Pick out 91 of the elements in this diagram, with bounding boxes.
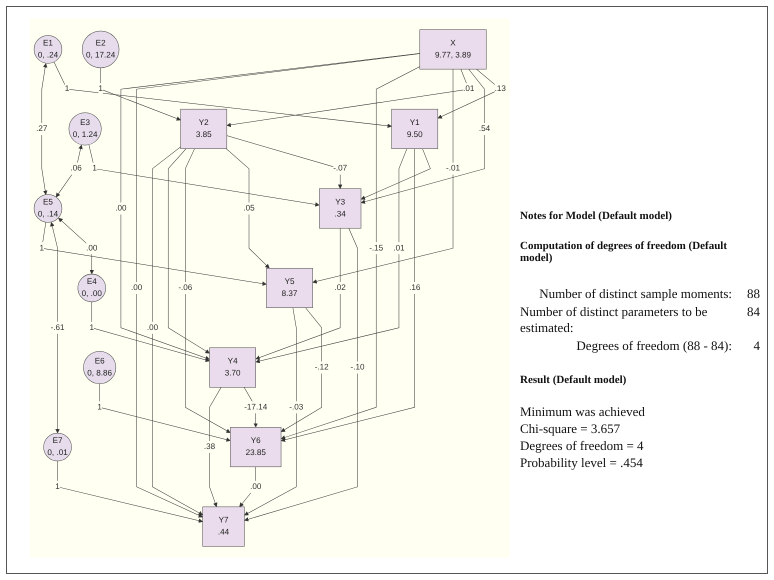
- arrow: [226, 68, 470, 128]
- edge-label: -.15: [369, 244, 384, 252]
- node-circle: E6 0, 8.86: [83, 351, 116, 384]
- arrow: [280, 66, 420, 440]
- node-box: Y6 23.85: [230, 427, 282, 468]
- edge-label: 1: [98, 84, 103, 94]
- edge-label: -.03: [289, 402, 304, 412]
- node-box: Y4 3.70: [209, 348, 256, 388]
- edge-label: .00: [146, 323, 158, 332]
- edge-label: 1: [40, 244, 44, 252]
- edge-label: -.10: [350, 362, 364, 372]
- arrow: [209, 387, 222, 508]
- arrow: [100, 68, 181, 121]
- edge-label: 1: [90, 323, 94, 332]
- arrow: [88, 144, 320, 207]
- arrow: [244, 308, 296, 516]
- arrow: [360, 68, 485, 204]
- statistic-value: 88: [746, 286, 760, 302]
- node-box: Y1 9.50: [391, 108, 438, 149]
- note-text: Computation of degrees of freedom (Default model): [520, 240, 728, 264]
- node-box: Y7 .44: [202, 506, 245, 547]
- edge-label: -17.14: [244, 402, 268, 412]
- note-text: Degrees of freedom = 4: [520, 438, 645, 454]
- edge-label: .00: [250, 482, 262, 491]
- edge-label: 1: [64, 84, 70, 94]
- arrow: [58, 218, 94, 274]
- statistic-value: 84: [746, 304, 760, 321]
- statistic-label: Number of distinct sample moments:: [539, 286, 732, 302]
- note-text: Chi-square = 3.657: [520, 421, 622, 437]
- edge-label: .54: [478, 124, 490, 133]
- edge-label: .00: [131, 283, 142, 292]
- edge-label: .38: [204, 442, 216, 452]
- note-text: Result (Default model): [520, 374, 628, 386]
- edge-label: .13: [494, 84, 506, 94]
- arrow: [152, 146, 203, 516]
- edge-label: -.07: [333, 164, 348, 173]
- arrow: [226, 135, 342, 189]
- arrow: [120, 53, 420, 360]
- note-text: Minimum was achieved: [520, 404, 646, 420]
- edge-label: .06: [70, 164, 82, 173]
- edge-label: .27: [36, 124, 48, 133]
- edge-label: .01: [393, 244, 405, 252]
- arrow: [99, 383, 231, 442]
- node-circle: E4 0, .00: [78, 274, 106, 302]
- arrow: [360, 148, 431, 200]
- edge-label: .00: [86, 244, 98, 252]
- arrow: [239, 466, 256, 508]
- edge-label: 1: [92, 164, 97, 173]
- arrow: [185, 148, 231, 433]
- node-circle: E3 0, 1.24: [68, 112, 102, 146]
- statistic-value: 4: [752, 338, 760, 354]
- node-circle: E7 0, .01: [43, 432, 72, 462]
- node-circle: E2 0, 17.24: [82, 30, 120, 68]
- arrow: [244, 228, 358, 522]
- arrow: [42, 63, 48, 195]
- edge-label: .02: [334, 283, 346, 292]
- edge-label: .01: [463, 84, 474, 94]
- edge-label: .16: [409, 283, 420, 292]
- edge-label: .05: [243, 204, 255, 213]
- edge-label: 1: [97, 402, 102, 412]
- arrow: [256, 228, 340, 360]
- edge-label: .00: [115, 204, 127, 213]
- node-box: X 9.77, 3.89: [420, 29, 486, 70]
- arrow: [280, 308, 322, 432]
- edge-label: 1: [55, 482, 60, 491]
- arrow: [92, 302, 210, 362]
- arrow: [256, 148, 408, 364]
- edge-label: -.01: [446, 164, 460, 173]
- arrow: [280, 148, 415, 442]
- node-circle: E1 0, .24: [34, 35, 62, 64]
- edge-label: -.61: [50, 323, 65, 332]
- arrow: [56, 144, 83, 198]
- arrow: [226, 148, 270, 268]
- node-circle: E5 0, .14: [34, 194, 62, 223]
- statistic-label: Degrees of freedom (88 - 84):: [576, 338, 732, 354]
- node-box: Y5 8.37: [266, 268, 313, 308]
- arrow: [50, 222, 60, 434]
- arrow: [312, 68, 454, 284]
- arrow: [244, 387, 258, 428]
- node-box: Y3 .34: [319, 188, 362, 228]
- note-text: Probability level = .454: [520, 455, 644, 471]
- arrow: [54, 62, 392, 128]
- arrow: [168, 148, 210, 354]
- arrow: [57, 460, 203, 523]
- arrow: [136, 53, 420, 518]
- edge-label: -.12: [314, 362, 329, 372]
- statistic-label: Number of distinct parameters to be estimated:: [520, 304, 708, 336]
- node-box: Y2 3.85: [180, 108, 228, 149]
- note-text: Notes for Model (Default model): [520, 210, 673, 222]
- arrow: [42, 222, 267, 286]
- edge-label: -.06: [178, 283, 192, 292]
